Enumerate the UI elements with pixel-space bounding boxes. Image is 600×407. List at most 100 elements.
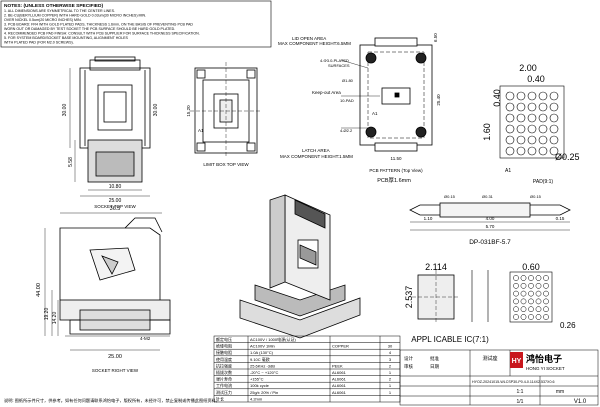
- ic-ball: [535, 306, 542, 313]
- pad-circle: [549, 146, 559, 156]
- socket-right-view: [44, 212, 171, 351]
- right-view-height-dim: 44.00: [36, 283, 42, 297]
- ic-ball: [513, 298, 519, 305]
- spec-material: AL6061: [332, 383, 347, 388]
- pad-circle: [516, 135, 526, 145]
- right-view-caption: SOCKET RIGHT VIEW: [92, 368, 139, 373]
- ic-ball: [528, 290, 534, 297]
- pad-circle: [516, 102, 526, 112]
- spec-label: 抗拉强度: [216, 362, 232, 368]
- pad-pitch2-dim: 0.40: [492, 89, 502, 107]
- pcb-d3-dim: 11.50: [391, 156, 402, 161]
- pcb-lid-max-label: MAX COMPONENT HEIGHT:6.5MM: [278, 41, 351, 46]
- pad-view: [499, 85, 565, 159]
- svg-text:HY: HY: [512, 358, 522, 365]
- ic-ball: [535, 282, 542, 289]
- spec-qty: 3: [389, 357, 392, 362]
- pad-circle: [538, 102, 548, 112]
- pad-circle: [505, 146, 515, 156]
- profile-left-dim: 1.10: [424, 216, 433, 221]
- right-view-top-dim: 36.5: [110, 206, 121, 212]
- pad-width-dim: 2.00: [519, 63, 537, 73]
- spec-material: COPPER: [332, 344, 349, 349]
- part-number-caption: DP-031BF-5.7: [469, 239, 511, 246]
- ic-ball: [513, 275, 519, 281]
- limit-a1-label: A1: [198, 128, 204, 133]
- unit-value: mm: [556, 389, 564, 395]
- date-label: 日期: [430, 364, 439, 370]
- pcb-pitch-label: 10-PAD: [340, 98, 354, 103]
- company-logo: HY: [510, 352, 523, 368]
- top-view-latch-dim: 10.80: [109, 184, 122, 190]
- spec-value: 25g/± 20% / Pin: [250, 390, 278, 395]
- ic-height-dim: 2.537: [404, 286, 414, 309]
- pcb-d5-label: Ø1.80: [342, 78, 354, 83]
- spec-label: 使用温度: [216, 356, 232, 362]
- designed-label: 设计: [404, 355, 413, 362]
- notes-line: OVER NICKEL 0.5um(20 MICRO INCHES) MIN.: [4, 18, 82, 22]
- ic-ball: [535, 314, 542, 320]
- ic-ball: [520, 290, 527, 297]
- spec-label: 弹片寿命: [216, 376, 232, 382]
- ic-ball: [520, 314, 527, 320]
- pad-circle: [538, 124, 548, 134]
- ic-ball-dim: 0.26: [560, 321, 576, 330]
- spec-value: -20°C ~ +120°C: [250, 370, 278, 375]
- pad-circle: [527, 113, 537, 123]
- notes-line: 4. RECOMMENDED PCB PAD FINISH: CONSULT W…: [4, 32, 200, 36]
- pad-circle: [527, 102, 537, 112]
- title-cn: 测试座: [482, 355, 497, 362]
- pad-dia-dim: Ø0.25: [555, 152, 580, 162]
- ic-ball: [528, 298, 534, 305]
- pad-circle: [505, 124, 515, 134]
- notes-line: WITH PLATED PAD (FOR M2.0 SCREWS).: [4, 41, 74, 45]
- pad-circle: [505, 91, 515, 101]
- pad-height-dim: 1.60: [482, 123, 492, 141]
- top-view-caption: SOCKET TOP VIEW: [94, 204, 136, 209]
- spec-qty: 1: [389, 390, 392, 395]
- notes-block: NOTES: (UNLESS OTHERWISE SPECIFIED) 1. A…: [0, 0, 272, 48]
- pcb-pattern-caption: PCB PATTERN (Top View): [369, 168, 423, 173]
- right-view-base-dim: 25.00: [108, 354, 122, 360]
- spec-material: AL6061: [332, 377, 347, 382]
- pcb-d1-dim: 6.50: [433, 33, 438, 42]
- limit-box-view: [190, 62, 262, 158]
- spec-value: 25.6KHz -3dB: [250, 363, 275, 368]
- ic-ball: [535, 298, 542, 305]
- pad-circle: [538, 146, 548, 156]
- spec-label: 测试压力: [216, 389, 232, 395]
- profile-edge-dim: 5.70: [486, 224, 495, 229]
- pad-circle: [538, 135, 548, 145]
- top-view-hinge-dim: 5.58: [68, 157, 74, 167]
- pcb-latch-max-label: MAX COMPONENT HEIGHT:1.5MM: [280, 154, 353, 159]
- spec-qty: 30: [388, 344, 393, 349]
- spec-value: +155°C: [250, 377, 264, 382]
- profile-right-dim: 0.15: [556, 216, 565, 221]
- title-block: [399, 349, 599, 406]
- ic-ball: [513, 290, 519, 297]
- pad-circle: [527, 91, 537, 101]
- spec-value: 4.2mm: [250, 396, 263, 401]
- profile-h2-dim: Ø0.31: [482, 194, 494, 199]
- applicable-ic-caption: APPL ICABLE IC(7:1): [411, 335, 489, 344]
- ic-ball: [528, 275, 534, 281]
- right-view-screw-label: 4-M2: [140, 336, 151, 341]
- pad-circle: [516, 91, 526, 101]
- pad-circle: [527, 146, 537, 156]
- spec-qty: 4: [389, 350, 392, 355]
- limit-box-caption: LIMIT BOX TOP VIEW: [203, 162, 249, 167]
- pcb-lid-open-label: LID OPEN AREA: [292, 36, 326, 41]
- company-name-en: HONG YI SOCKET: [526, 366, 565, 371]
- spec-qty: 1: [389, 370, 392, 375]
- pad-circle: [505, 102, 515, 112]
- right-view-low-dim: 14.20: [52, 312, 58, 325]
- limit-side-dim: 15.20: [186, 105, 191, 117]
- ic-ball: [520, 306, 527, 313]
- pad-circle: [549, 124, 559, 134]
- notes-line: 2. BE-CU(BERYLLIUM COPPER) WITH HARD GOL…: [4, 14, 146, 18]
- notes-line: 1. ALL DIMENSIONS ARE SYMMETRICAL TO THE…: [4, 9, 115, 13]
- pcb-holes-label: 4-Ø2.2: [340, 128, 353, 133]
- pcb-plated-label: 4-Φ3.0-PLATED: [320, 58, 349, 63]
